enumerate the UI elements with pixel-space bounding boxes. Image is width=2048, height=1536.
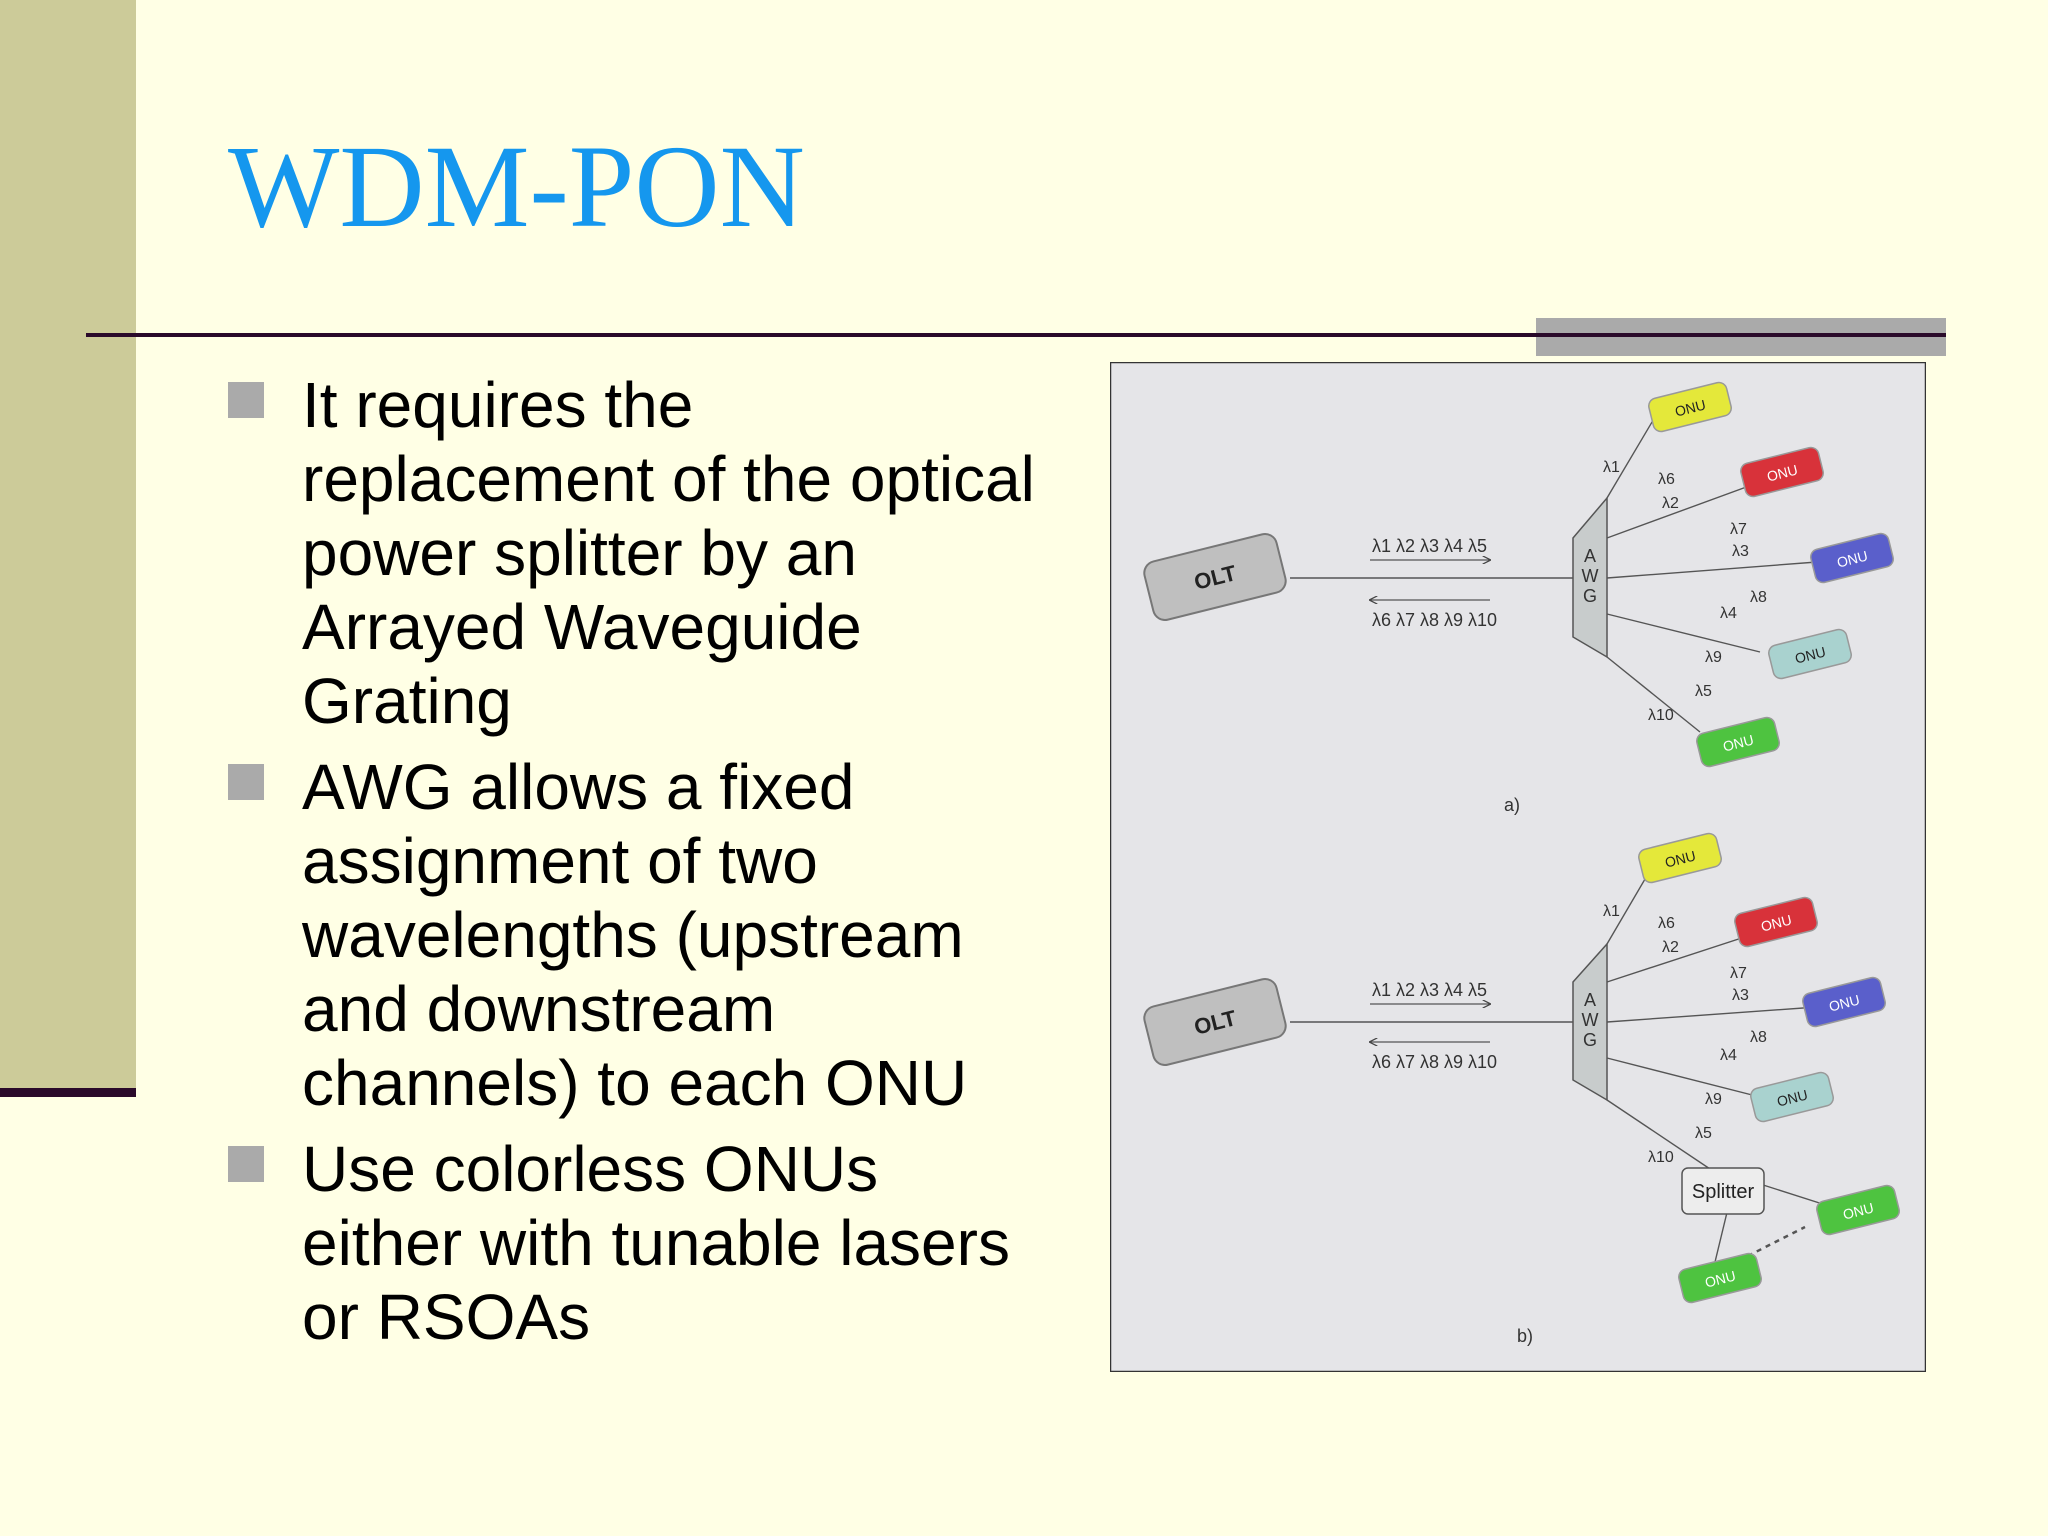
branch-label: λ2 <box>1662 939 1679 956</box>
branch-label: λ6 <box>1658 915 1675 932</box>
olt-box: OLT <box>1143 532 1287 622</box>
onu-yellow: ONU <box>1638 832 1722 884</box>
diagram-a: λ1 λ2 λ3 λ4 λ5 λ6 λ7 λ8 λ9 λ10 A W G OLT… <box>1143 381 1894 815</box>
branch-label: λ8 <box>1750 1029 1767 1046</box>
downstream-wavelengths: λ1 λ2 λ3 λ4 λ5 <box>1372 980 1487 1000</box>
branch-label: λ4 <box>1720 605 1737 622</box>
bullet-text: It requires the replacement of the optic… <box>302 369 1035 737</box>
bullet-square-icon <box>228 382 264 418</box>
upstream-wavelengths: λ6 λ7 λ8 λ9 λ10 <box>1372 1052 1497 1072</box>
bullet-square-icon <box>228 1146 264 1182</box>
branch-label: λ10 <box>1648 707 1674 724</box>
branch-label: λ7 <box>1730 521 1747 538</box>
branch-label: λ2 <box>1662 495 1679 512</box>
awg-letter: W <box>1582 566 1599 586</box>
branch-label: λ8 <box>1750 589 1767 606</box>
onu-label: ONU <box>1703 1267 1737 1290</box>
onu-label: ONU <box>1775 1086 1809 1109</box>
olt-box: OLT <box>1143 977 1287 1067</box>
title-divider <box>86 333 1946 337</box>
branch-label: λ7 <box>1730 965 1747 982</box>
onu-green-left: ONU <box>1678 1252 1762 1304</box>
branch-label: λ1 <box>1603 903 1620 920</box>
splitter-label: Splitter <box>1692 1181 1755 1203</box>
branch-label: λ4 <box>1720 1047 1737 1064</box>
splitter-box <box>1681 1167 1765 1215</box>
onu-label: ONU <box>1721 731 1755 754</box>
branch-label: λ10 <box>1648 1149 1674 1166</box>
caption-b: b) <box>1517 1326 1533 1346</box>
onu-label: ONU <box>1835 547 1869 570</box>
onu-green-right: ONU <box>1816 1184 1900 1236</box>
awg-letter: G <box>1583 1030 1597 1050</box>
left-accent-bar <box>0 0 136 1088</box>
branch-label: λ9 <box>1705 1091 1722 1108</box>
branch-label: λ3 <box>1732 987 1749 1004</box>
bullet-text: Use colorless ONUs either with tunable l… <box>302 1133 1010 1353</box>
left-accent-bar-edge <box>0 1088 136 1097</box>
branch-label: λ3 <box>1732 543 1749 560</box>
title-divider-accent <box>1536 318 1946 356</box>
wdm-pon-diagram: λ1 λ2 λ3 λ4 λ5 λ6 λ7 λ8 λ9 λ10 A W G OLT… <box>1110 362 1926 1372</box>
onu-label: ONU <box>1793 643 1827 666</box>
bullet-list: It requires the replacement of the optic… <box>228 368 1048 1366</box>
branch-label: λ5 <box>1695 683 1712 700</box>
bullet-item: Use colorless ONUs either with tunable l… <box>228 1132 1048 1354</box>
diagram-b: λ1 λ2 λ3 λ4 λ5 λ6 λ7 λ8 λ9 λ10 A W G OLT… <box>1143 832 1900 1346</box>
bullet-text: AWG allows a fixed assignment of two wav… <box>302 751 968 1119</box>
slide-title: WDM-PON <box>228 121 805 252</box>
onu-label: ONU <box>1663 847 1697 870</box>
bullet-square-icon <box>228 764 264 800</box>
onu-label: ONU <box>1765 461 1799 484</box>
bullet-item: It requires the replacement of the optic… <box>228 368 1048 738</box>
awg-letter: A <box>1584 546 1596 566</box>
branch-label: λ1 <box>1603 459 1620 476</box>
onu-blue: ONU <box>1810 532 1894 584</box>
onu-red: ONU <box>1740 446 1824 498</box>
downstream-wavelengths: λ1 λ2 λ3 λ4 λ5 <box>1372 536 1487 556</box>
branch-label: λ9 <box>1705 649 1722 666</box>
branch-label: λ5 <box>1695 1125 1712 1142</box>
onu-yellow: ONU <box>1648 381 1732 433</box>
caption-a: a) <box>1504 795 1520 815</box>
onu-teal: ONU <box>1768 628 1852 680</box>
onu-label: ONU <box>1841 1199 1875 1222</box>
onu-label: ONU <box>1673 396 1707 419</box>
bullet-item: AWG allows a fixed assignment of two wav… <box>228 750 1048 1120</box>
onu-teal: ONU <box>1750 1071 1834 1123</box>
onu-label: ONU <box>1759 911 1793 934</box>
onu-red: ONU <box>1734 896 1818 948</box>
awg-letter: G <box>1583 586 1597 606</box>
awg-block <box>1572 495 1608 659</box>
onu-blue: ONU <box>1802 976 1886 1028</box>
awg-letter: A <box>1584 990 1596 1010</box>
upstream-wavelengths: λ6 λ7 λ8 λ9 λ10 <box>1372 610 1497 630</box>
title-divider-accent-line <box>1536 333 1946 337</box>
branch-fibers <box>1606 416 1818 733</box>
figure-panel <box>1110 362 1926 1372</box>
awg-letter: W <box>1582 1010 1599 1030</box>
onu-green: ONU <box>1696 716 1780 768</box>
awg-block <box>1572 942 1608 1102</box>
onu-label: ONU <box>1827 991 1861 1014</box>
branch-label: λ6 <box>1658 471 1675 488</box>
